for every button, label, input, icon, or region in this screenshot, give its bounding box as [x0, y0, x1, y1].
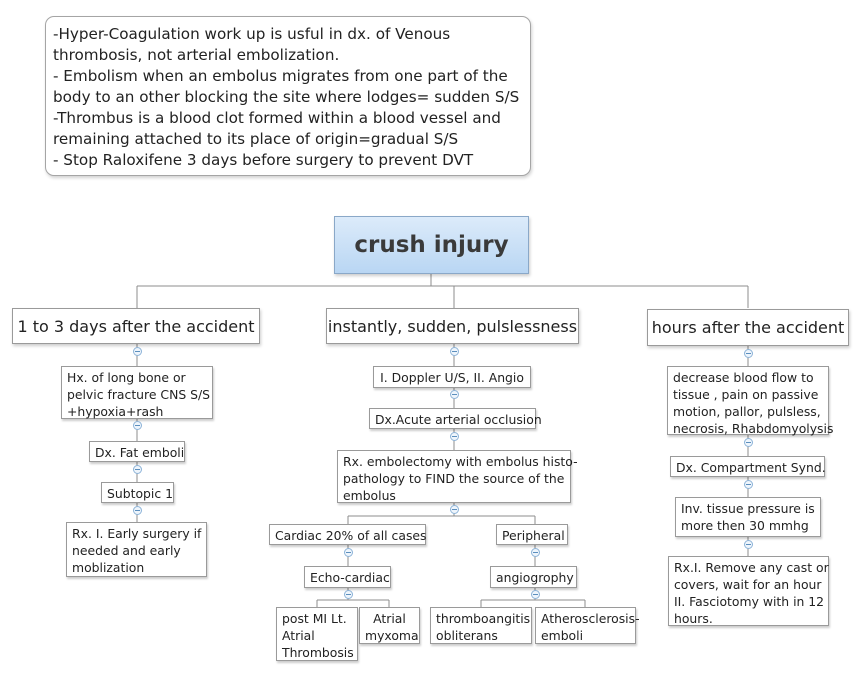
right-dx-topic[interactable]: Dx. Compartment Synd.: [670, 456, 826, 477]
note-line: -Hyper-Coagulation work up is usful in d…: [53, 25, 451, 43]
topic-line: Dx.Acute arterial occlusion: [375, 412, 542, 427]
topic-line: pathology to FIND the source of the: [343, 471, 565, 486]
collapse-icon[interactable]: [450, 390, 459, 399]
collapse-icon[interactable]: [133, 506, 142, 515]
left-subtopic[interactable]: Subtopic 1: [101, 482, 174, 503]
echo-cardiac-topic[interactable]: Echo-cardiac: [304, 566, 391, 588]
collapse-icon[interactable]: [344, 548, 353, 557]
left-dx-topic[interactable]: Dx. Fat emboli: [89, 441, 185, 462]
topic-line: Dx. Compartment Synd.: [676, 460, 826, 475]
topic-line: Rx. embolectomy with embolus histo-: [343, 454, 578, 469]
topic-line: Rx. I. Early surgery if: [72, 526, 202, 541]
topic-line: Thrombosis: [282, 645, 354, 660]
collapse-icon[interactable]: [344, 590, 353, 599]
left-rx-topic[interactable]: Rx. I. Early surgery if needed and early…: [66, 522, 207, 577]
topic-line: motion, pallor, pulsless,: [673, 404, 821, 419]
topic-line: Subtopic 1: [107, 486, 173, 501]
topic-line: necrosis, Rhabdomyolysis: [673, 421, 834, 436]
topic-line: pelvic fracture CNS S/S: [67, 387, 211, 402]
note-line: body to an other blocking the site where…: [53, 88, 520, 106]
collapse-icon[interactable]: [450, 505, 459, 514]
atherosclerosis-topic[interactable]: Atherosclerosis- emboli: [535, 607, 640, 644]
topic-line: Inv. tissue pressure is: [681, 501, 815, 516]
topic-line: Atherosclerosis-: [541, 611, 640, 626]
atrial-myxoma-topic[interactable]: Atrial myxoma: [359, 607, 420, 644]
summary-note: -Hyper-Coagulation work up is usful in d…: [45, 16, 531, 176]
note-line: remaining attached to its place of origi…: [53, 130, 459, 148]
collapse-icon[interactable]: [133, 421, 142, 430]
topic-line: moblization: [72, 560, 145, 575]
topic-line: covers, wait for an hour: [674, 577, 822, 592]
topic-line: decrease blood flow to: [673, 370, 814, 385]
topic-line: Atrial: [282, 628, 315, 643]
topic-line: needed and early: [72, 543, 181, 558]
topic-line: +hypoxia+rash: [67, 404, 164, 419]
collapse-icon[interactable]: [531, 590, 540, 599]
middle-dx-topic[interactable]: Dx.Acute arterial occlusion: [369, 408, 542, 429]
cardiac-topic[interactable]: Cardiac 20% of all cases: [269, 524, 427, 545]
thromboangitis-topic[interactable]: thromboangitis obliterans: [430, 607, 532, 644]
topic-line: Echo-cardiac: [310, 570, 390, 585]
angiography-topic[interactable]: angiogrophy: [490, 566, 577, 588]
middle-rx-topic[interactable]: Rx. embolectomy with embolus histo- path…: [337, 450, 578, 503]
peripheral-topic[interactable]: Peripheral: [496, 524, 568, 545]
topic-line: hours.: [674, 611, 713, 626]
topic-line: emboli: [541, 628, 584, 643]
collapse-icon[interactable]: [744, 480, 753, 489]
collapse-icon[interactable]: [744, 540, 753, 549]
left-hx-topic[interactable]: Hx. of long bone or pelvic fracture CNS …: [61, 366, 213, 419]
topic-line: II. Fasciotomy with in 12: [674, 594, 825, 609]
topic-line: myxoma: [365, 628, 419, 643]
middle-investigations-topic[interactable]: I. Doppler U/S, II. Angio: [373, 366, 531, 388]
topic-line: I. Doppler U/S, II. Angio: [380, 370, 524, 385]
topic-line: embolus: [343, 488, 396, 503]
collapse-icon[interactable]: [744, 438, 753, 447]
topic-line: Atrial: [373, 611, 406, 626]
note-line: thrombosis, not arterial embolization.: [53, 46, 340, 64]
topic-line: Hx. of long bone or: [67, 370, 186, 385]
branch-left[interactable]: 1 to 3 days after the accident: [12, 308, 260, 344]
topic-line: Cardiac 20% of all cases: [275, 528, 427, 543]
topic-line: more then 30 mmhg: [681, 518, 809, 533]
topic-line: angiogrophy: [496, 570, 574, 585]
topic-line: thromboangitis: [436, 611, 531, 626]
note-line: - Embolism when an embolus migrates from…: [53, 67, 508, 85]
collapse-icon[interactable]: [133, 347, 142, 356]
note-line: -Thrombus is a blood clot formed within …: [53, 109, 501, 127]
collapse-icon[interactable]: [531, 548, 540, 557]
post-mi-topic[interactable]: post MI Lt. Atrial Thrombosis: [276, 607, 358, 661]
topic-line: Rx.I. Remove any cast or: [674, 560, 829, 575]
collapse-icon[interactable]: [450, 432, 459, 441]
right-rx-topic[interactable]: Rx.I. Remove any cast or covers, wait fo…: [668, 556, 829, 626]
right-inv-topic[interactable]: Inv. tissue pressure is more then 30 mmh…: [675, 497, 821, 537]
topic-line: Peripheral: [502, 528, 565, 543]
branch-middle[interactable]: instantly, sudden, pulslessness: [326, 308, 579, 344]
collapse-icon[interactable]: [744, 349, 753, 358]
root-topic[interactable]: crush injury: [334, 216, 529, 274]
topic-line: Dx. Fat emboli: [95, 445, 185, 460]
collapse-icon[interactable]: [450, 347, 459, 356]
topic-line: tissue , pain on passive: [673, 387, 819, 402]
branch-right[interactable]: hours after the accident: [647, 309, 849, 346]
right-symptoms-topic[interactable]: decrease blood flow to tissue , pain on …: [667, 366, 834, 436]
topic-line: obliterans: [436, 628, 498, 643]
note-line: - Stop Raloxifene 3 days before surgery …: [53, 151, 474, 169]
topic-line: post MI Lt.: [282, 611, 347, 626]
collapse-icon[interactable]: [133, 465, 142, 474]
